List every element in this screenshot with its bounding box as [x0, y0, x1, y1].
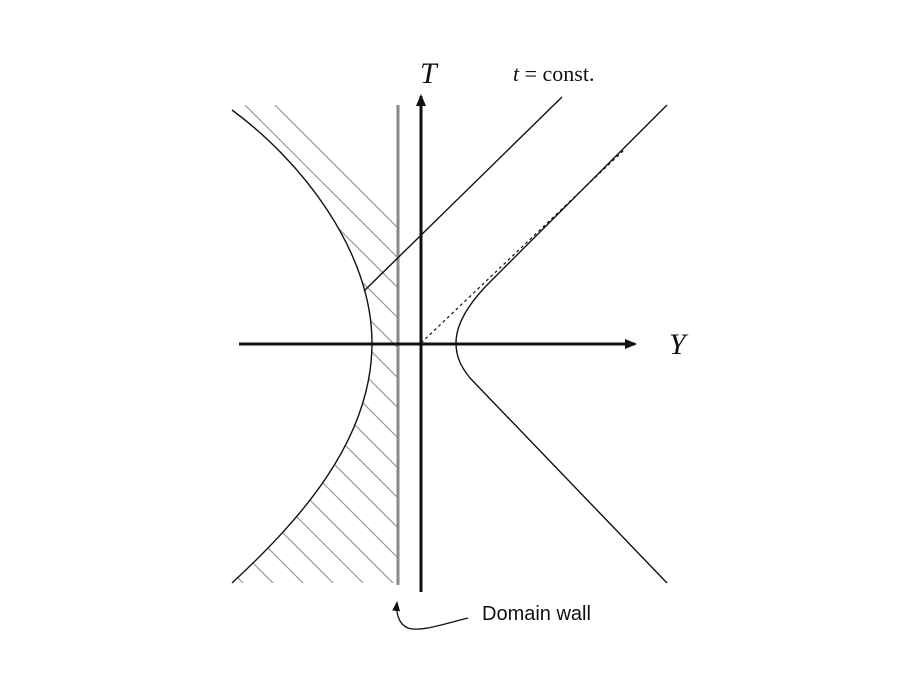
- domain-wall-label: Domain wall: [482, 603, 591, 625]
- y-axis-label: Y: [669, 328, 689, 361]
- light-cone-asymptote: [420, 149, 625, 344]
- t-axis-label: T: [420, 57, 439, 90]
- domain-wall-callout-arrow: [392, 601, 469, 630]
- constant-time-line: [363, 96, 563, 292]
- constant-time-variable: t: [513, 61, 520, 86]
- constant-time-annotation: t = const.: [513, 61, 594, 86]
- excised-region-hatching: [232, 105, 398, 583]
- constant-time-text: = const.: [519, 61, 594, 86]
